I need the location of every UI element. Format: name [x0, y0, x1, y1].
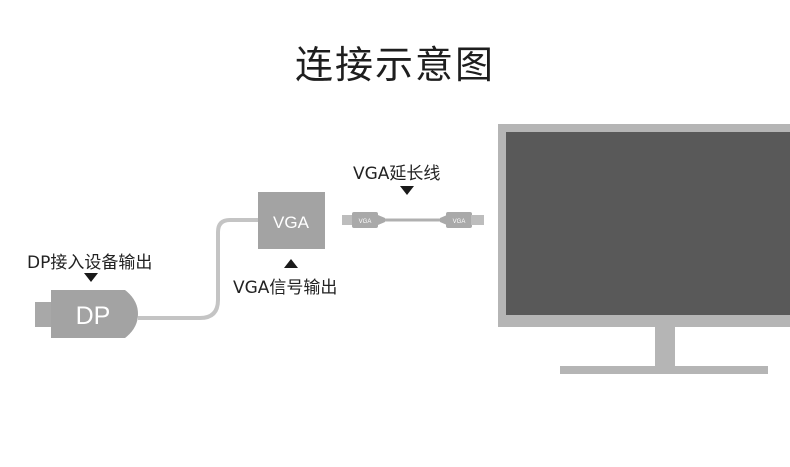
vga-output-label: VGA信号输出	[233, 278, 338, 298]
vga-cable-label: VGA延长线	[353, 164, 441, 184]
vga-box-text: VGA	[273, 213, 310, 232]
cable-left-plug	[352, 212, 378, 228]
cable-right-plug	[446, 212, 472, 228]
cable-left-strain-relief	[378, 215, 385, 225]
cable-right-pins	[471, 215, 484, 225]
vga-box-body	[258, 192, 325, 249]
dp-pointer-arrow-icon	[84, 273, 98, 282]
cable-left-plug-text: VGA	[359, 219, 372, 225]
monitor	[498, 124, 790, 374]
cable-left-pins	[342, 215, 353, 225]
monitor-neck	[655, 327, 675, 368]
cable-right-plug-text: VGA	[453, 219, 466, 225]
cable-right-strain-relief	[440, 215, 447, 225]
dp-plug-text: DP	[76, 302, 111, 330]
monitor-screen	[506, 132, 790, 315]
dp-plug: DP	[35, 290, 138, 338]
page-title: 连接示意图	[294, 43, 495, 87]
vga-extension-cable: VGA VGA	[342, 212, 484, 228]
dp-source-label: DP接入设备输出	[27, 253, 153, 273]
vga-cable-pointer-arrow-icon	[400, 186, 414, 195]
dp-plug-body	[51, 290, 138, 338]
dp-plug-pins	[35, 302, 52, 327]
adapter-cable	[138, 218, 258, 320]
vga-adapter-box: VGA	[258, 192, 325, 249]
monitor-base	[560, 366, 768, 374]
vga-output-pointer-arrow-icon	[284, 259, 298, 268]
